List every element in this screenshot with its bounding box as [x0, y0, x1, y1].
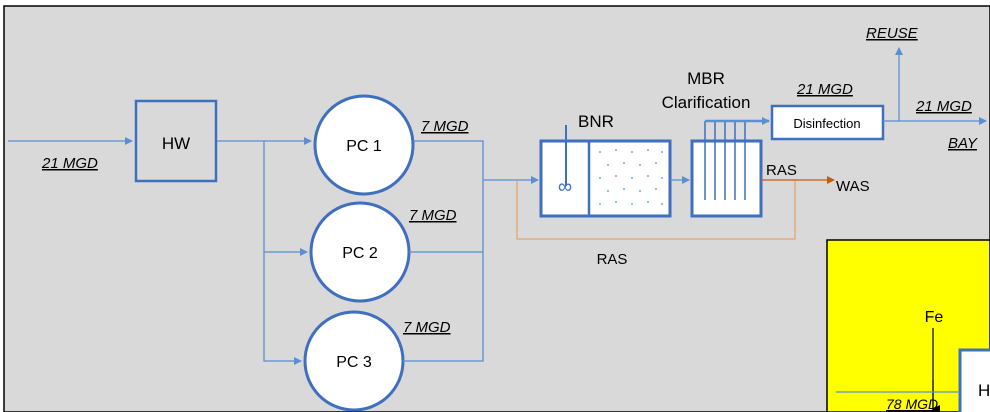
- disinfection-label: Disinfection: [793, 116, 860, 131]
- inset-flow-label: 78 MGD: [886, 396, 938, 412]
- aeration-dots: [599, 149, 663, 205]
- to-bay-flow-label: 21 MGD: [915, 98, 972, 115]
- pc-effluent-header: [403, 140, 484, 362]
- mbr-label-line2: Clarification: [662, 93, 751, 112]
- hw-to-pc3-pipe: [217, 140, 302, 365]
- was-label: WAS: [836, 178, 870, 195]
- reuse-label: REUSE: [866, 25, 919, 42]
- mbr-label-line1: MBR: [687, 69, 725, 88]
- pc1-label: PC 1: [346, 138, 382, 155]
- headworks-box: [134, 99, 218, 183]
- bnr-label: BNR: [578, 112, 614, 131]
- disinfection-box: [770, 104, 885, 141]
- pc1-circle: [313, 94, 415, 196]
- bay-label: BAY: [948, 135, 978, 152]
- pc1-flow-label: 7 MGD: [421, 118, 469, 135]
- bnr-basin: [539, 139, 672, 218]
- mbr-tank: [690, 139, 763, 218]
- pc3-flow-label: 7 MGD: [403, 319, 451, 336]
- headworks-label: HW: [162, 134, 190, 153]
- inset-partial-box: [958, 348, 990, 412]
- pc2-flow-label: 7 MGD: [409, 207, 457, 224]
- mixer-infinity-icon: ∞: [558, 176, 572, 198]
- to-disinfection-flow-label: 21 MGD: [796, 81, 853, 98]
- membrane-fibers-icon: [704, 121, 746, 200]
- ras-recycle-pipe: [516, 180, 796, 240]
- influent-flow-label: 21 MGD: [41, 155, 98, 172]
- inset-partial-box-label: H: [978, 381, 990, 400]
- pc3-label: PC 3: [336, 354, 372, 371]
- ras-out-label: RAS: [766, 162, 797, 179]
- inset-fe-label: Fe: [925, 309, 944, 326]
- pc2-label: PC 2: [342, 245, 378, 262]
- ras-recycle-label: RAS: [597, 251, 628, 268]
- diagram-panel: [3, 5, 990, 412]
